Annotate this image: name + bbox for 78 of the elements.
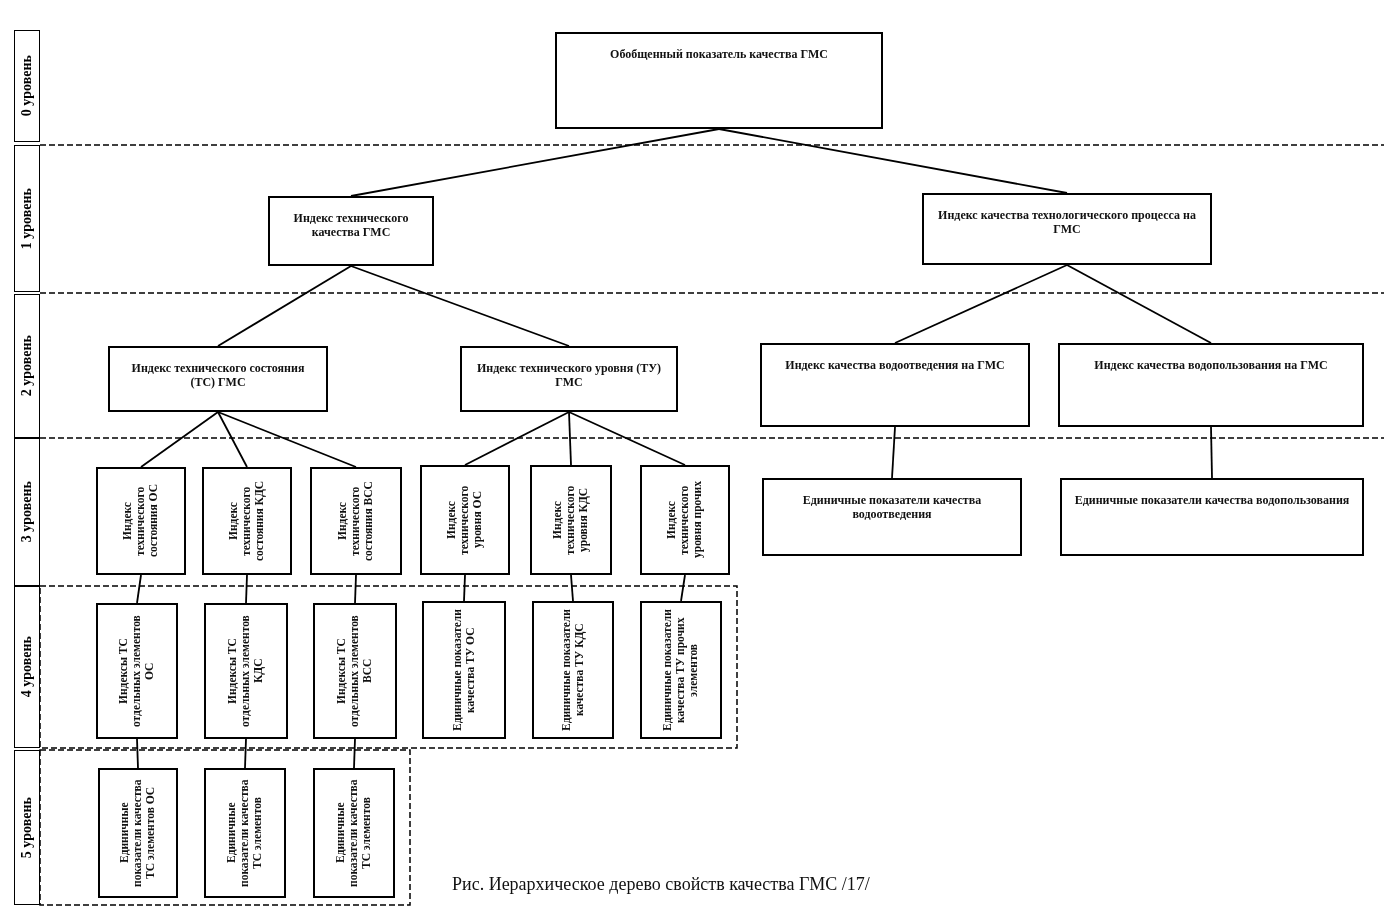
box-text: Индекс технического уровня (ТУ) ГМС: [476, 362, 662, 390]
level-label: 5 уровень: [19, 796, 35, 859]
level-label: 2 уровень: [19, 335, 35, 397]
connector-line: [570, 574, 574, 602]
index-box: [310, 467, 402, 575]
box-text: Единичные показатели качества ТУ КДС: [559, 608, 587, 733]
connector-line: [136, 738, 139, 769]
index-box: [96, 603, 178, 739]
connector-line: [350, 265, 570, 347]
box-text: Единичные показатели качества ТС элементов ОС: [118, 778, 158, 889]
box-text: Обобщенный показатель качества ГМС: [610, 48, 828, 62]
figure-caption: Рис. Иерархическое дерево свойств качества ГМС /17/: [452, 874, 870, 895]
connector-line: [353, 738, 356, 769]
index-box: [204, 603, 288, 739]
connector-line: [136, 574, 142, 604]
box-text: Индекс технического уровня КДС: [551, 484, 591, 557]
box-text: Индекс качества водоотведения на ГМС: [785, 359, 1005, 373]
connector-line: [1066, 264, 1212, 344]
index-box: [98, 768, 178, 898]
index-box: [640, 601, 722, 739]
box-text: Индекс технического состояния КДС: [227, 479, 267, 564]
connector-line: [350, 128, 720, 197]
box-text: Единичные показатели качества ТУ ОС: [450, 608, 477, 733]
level-label: 3 уровень: [19, 481, 35, 543]
box-text: Индекс технического качества ГМС: [292, 212, 410, 240]
index-box: [96, 467, 186, 575]
index-box: [204, 768, 286, 898]
index-box: [1060, 478, 1364, 556]
connector-line: [894, 264, 1068, 344]
index-box: [922, 193, 1212, 265]
index-box: [640, 465, 730, 575]
box-text: Индекс технического состояния ОС: [121, 483, 161, 560]
index-box: [422, 601, 506, 739]
connector-line: [217, 411, 248, 468]
connector-line: [718, 128, 1068, 194]
index-box: [202, 467, 292, 575]
connector-line: [568, 411, 572, 466]
index-box: [313, 768, 395, 898]
box-text: Индекс качества водопользования на ГМС: [1094, 359, 1328, 373]
box-text: Индекс технического уровня прочих: [665, 480, 705, 561]
box-text: Индекс технического состояния ВСС: [336, 480, 376, 563]
index-box: [108, 346, 328, 412]
box-text: Индексы ТС отдельных элементов ОС: [117, 614, 157, 729]
index-box: [555, 32, 883, 129]
box-text: Единичные показатели качества ТС элементов: [225, 778, 265, 889]
connector-line: [354, 574, 357, 604]
index-box: [460, 346, 678, 412]
connector-line: [244, 738, 247, 769]
connector-line: [217, 265, 352, 347]
box-text: Индексы ТС отдельных элементов КДС: [226, 614, 266, 729]
connector-line: [680, 574, 686, 602]
box-text: Индекс качества технологического процесса на ГМС: [937, 209, 1197, 237]
connector-line: [463, 574, 466, 602]
index-box: [268, 196, 434, 266]
index-box: [530, 465, 612, 575]
index-box: [762, 478, 1022, 556]
index-box: [420, 465, 510, 575]
index-box: [1058, 343, 1364, 427]
connector-line: [464, 411, 570, 466]
box-text: Индексы ТС отдельных элементов ВСС: [335, 614, 375, 729]
connector-line: [245, 574, 248, 604]
box-text: Единичные показатели качества ТС элементов: [334, 778, 374, 889]
box-text: Единичные показатели качества водопользования: [1074, 494, 1350, 508]
box-text: Единичные показатели качества водоотведения: [801, 494, 983, 522]
connector-line: [217, 411, 357, 468]
box-text: Единичные показатели качества ТУ прочих элементов: [661, 608, 701, 733]
index-box: [532, 601, 614, 739]
box-text: Индекс технического уровня ОС: [445, 484, 485, 557]
level-label: 1 уровень: [19, 187, 35, 250]
connector-line: [140, 411, 219, 468]
connector-line: [891, 426, 896, 479]
level-label: 0 уровень: [19, 55, 35, 117]
connector-line: [568, 411, 686, 466]
level-label: 4 уровень: [19, 636, 35, 698]
index-box: [760, 343, 1030, 427]
box-text: Индекс технического состояния (ТС) ГМС: [130, 362, 306, 390]
index-box: [313, 603, 397, 739]
connector-line: [1210, 426, 1213, 479]
